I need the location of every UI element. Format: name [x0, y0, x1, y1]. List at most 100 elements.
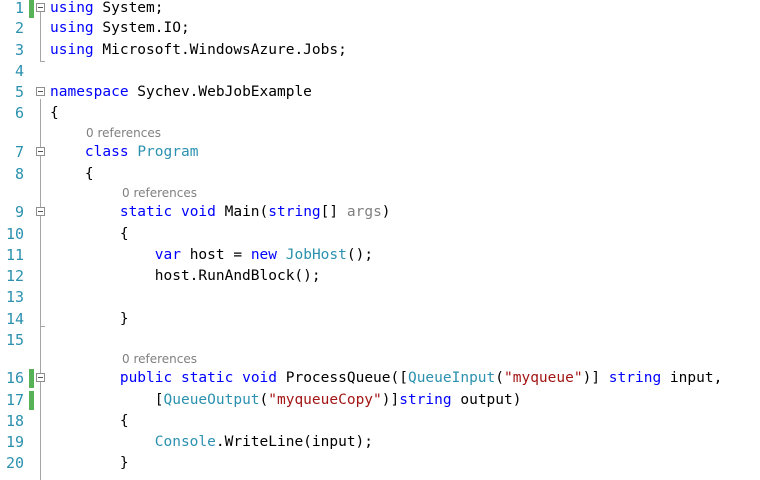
- code-token: }: [50, 455, 129, 471]
- code-token: []: [320, 204, 347, 220]
- codelens-references[interactable]: 0 references: [0, 184, 760, 202]
- line-number: 12: [5, 267, 24, 285]
- line-number: 13: [5, 288, 24, 306]
- code-token: QueueOutput: [163, 392, 260, 408]
- line-number: 8: [14, 165, 24, 183]
- change-indicator: [29, 391, 34, 410]
- code-token: host.RunAndBlock();: [50, 268, 321, 284]
- code-token: Program: [137, 144, 199, 160]
- code-text: {: [50, 411, 129, 432]
- code-line[interactable]: 12 host.RunAndBlock();: [0, 266, 760, 287]
- code-line[interactable]: 15: [0, 330, 760, 351]
- line-number: 18: [5, 412, 24, 430]
- codelens-label[interactable]: 0 references: [122, 352, 197, 366]
- collapse-icon[interactable]: [36, 3, 45, 12]
- code-token: using: [50, 20, 94, 36]
- code-token: .WriteLine(input);: [215, 434, 374, 450]
- code-token: }: [50, 311, 129, 327]
- code-text: namespace Sychev.WebJobExample: [50, 82, 312, 103]
- code-token: [50, 144, 85, 160]
- line-number: 4: [14, 62, 24, 80]
- code-token: ();: [346, 247, 374, 263]
- code-line[interactable]: 17 [QueueOutput("myqueueCopy")]string ou…: [0, 390, 760, 411]
- code-line[interactable]: 8 {: [0, 164, 760, 185]
- code-token: Main(: [215, 204, 269, 220]
- code-text: {: [50, 224, 129, 245]
- line-number: 10: [5, 225, 24, 243]
- code-token: ProcessQueue([: [277, 370, 408, 386]
- code-token: string: [268, 204, 321, 220]
- code-token: {: [50, 166, 94, 182]
- code-line[interactable]: 3 using Microsoft.WindowsAzure.Jobs;: [0, 40, 760, 61]
- code-text: public static void ProcessQueue([QueueIn…: [50, 368, 722, 389]
- line-number: 14: [5, 310, 24, 328]
- code-token: (: [259, 392, 269, 408]
- code-token: JobHost: [285, 247, 347, 263]
- code-line[interactable]: 6{: [0, 103, 760, 124]
- codelens-label[interactable]: 0 references: [122, 186, 197, 200]
- code-token: "myqueueCopy": [268, 392, 382, 408]
- fold-guide-line: [40, 220, 41, 327]
- code-token: using: [50, 0, 94, 16]
- code-line[interactable]: 18 {: [0, 411, 760, 432]
- code-token: QueueInput: [407, 370, 496, 386]
- code-token: class: [84, 144, 129, 160]
- code-line[interactable]: 14 }: [0, 309, 760, 330]
- line-number: 3: [14, 41, 24, 59]
- code-text: host.RunAndBlock();: [50, 266, 321, 287]
- code-token: [50, 204, 120, 220]
- code-token: var: [154, 247, 181, 263]
- code-token: {: [50, 105, 59, 121]
- codelens-references[interactable]: 0 references: [0, 124, 760, 142]
- fold-guide-end: [40, 326, 45, 327]
- code-text: {: [50, 164, 94, 185]
- line-number: 15: [5, 331, 24, 349]
- code-token: [50, 434, 155, 450]
- code-token: System;: [93, 0, 164, 16]
- code-line[interactable]: 19 Console.WriteLine(input);: [0, 432, 760, 453]
- code-token: )]: [582, 370, 609, 386]
- code-line[interactable]: 13: [0, 287, 760, 308]
- code-line[interactable]: 16 public static void ProcessQueue([Queu…: [0, 368, 760, 389]
- collapse-icon[interactable]: [36, 147, 45, 156]
- line-number: 7: [14, 143, 24, 161]
- code-line[interactable]: 11 var host = new JobHost();: [0, 245, 760, 266]
- code-line[interactable]: 9 static void Main(string[] args): [0, 202, 760, 223]
- code-token: System.IO;: [93, 20, 190, 36]
- code-token: new: [250, 247, 278, 263]
- code-text: var host = new JobHost();: [50, 245, 373, 266]
- code-token: static: [180, 370, 234, 386]
- code-line[interactable]: 20 }: [0, 453, 760, 474]
- code-token: [277, 247, 286, 263]
- codelens-references[interactable]: 0 references: [0, 350, 760, 368]
- collapse-icon[interactable]: [36, 87, 45, 96]
- code-line[interactable]: 7 class Program: [0, 142, 760, 163]
- code-token: void: [242, 370, 278, 386]
- fold-guide-end: [40, 61, 45, 62]
- code-text: [QueueOutput("myqueueCopy")]string outpu…: [50, 390, 522, 411]
- code-token: static: [119, 204, 173, 220]
- codelens-label[interactable]: 0 references: [86, 126, 161, 140]
- code-token: args: [346, 204, 382, 220]
- collapse-icon[interactable]: [36, 373, 45, 382]
- code-token: using: [50, 42, 94, 58]
- code-token: [172, 204, 181, 220]
- code-text: using Microsoft.WindowsAzure.Jobs;: [50, 40, 347, 61]
- code-token: [50, 247, 155, 263]
- code-text: class Program: [50, 142, 199, 163]
- code-text: }: [50, 309, 129, 330]
- code-line[interactable]: 1 using System;: [0, 0, 760, 19]
- collapse-icon[interactable]: [36, 207, 45, 216]
- code-token: "myqueue": [504, 370, 583, 386]
- fold-guide-line: [40, 386, 41, 480]
- code-token: host =: [180, 247, 251, 263]
- code-line[interactable]: 10 {: [0, 224, 760, 245]
- code-line[interactable]: 4: [0, 61, 760, 82]
- line-number: 1: [14, 0, 24, 17]
- code-token: public: [119, 370, 173, 386]
- line-number: 6: [14, 104, 24, 122]
- line-number: 20: [5, 454, 24, 472]
